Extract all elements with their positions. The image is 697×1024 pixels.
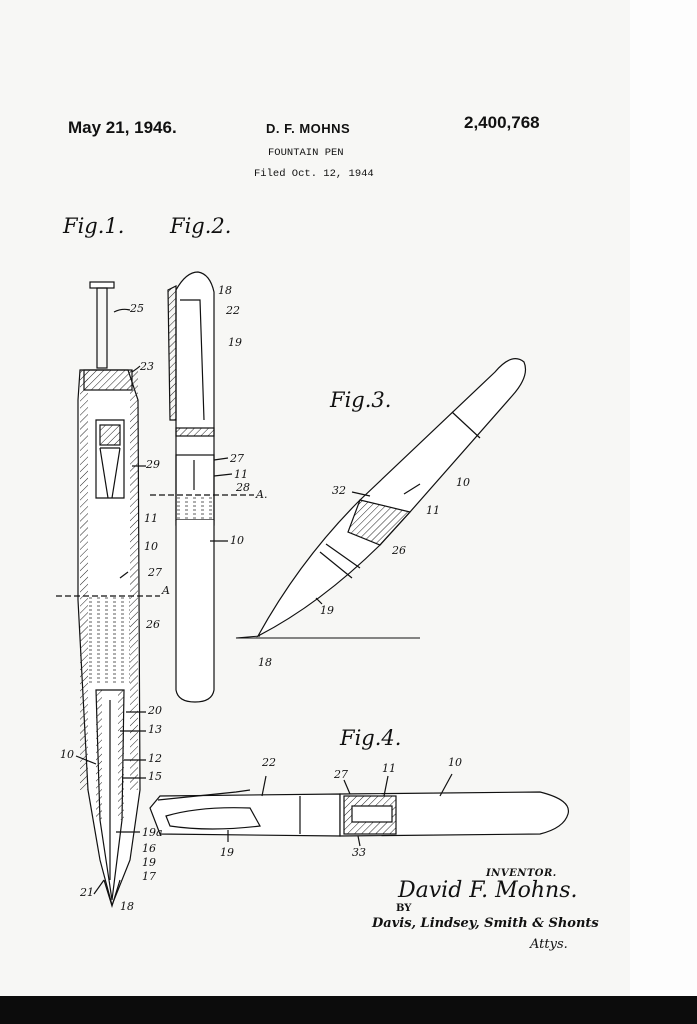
- ref-17: 17: [142, 870, 156, 883]
- ref-27: 27: [230, 452, 244, 465]
- ref-33: 33: [352, 846, 366, 859]
- attorneys-label: Attys.: [530, 937, 568, 952]
- ref-16: 16: [142, 842, 156, 855]
- page-edge: [630, 0, 697, 996]
- filed-date: Filed Oct. 12, 1944: [254, 168, 374, 180]
- ref-19: 19: [220, 846, 234, 859]
- ref-A-dot: A.: [256, 488, 268, 501]
- ref-13: 13: [148, 723, 162, 736]
- ref-25: 25: [130, 302, 144, 315]
- figure-4-drawing: [149, 773, 570, 847]
- ref-11: 11: [382, 762, 396, 775]
- ref-29: 29: [146, 458, 160, 471]
- inventor-label: INVENTOR.: [486, 868, 557, 879]
- ref-A: A: [162, 584, 170, 597]
- ref-18: 18: [120, 900, 134, 913]
- figure-1-label: Fig.1.: [63, 214, 125, 238]
- ref-27: 27: [334, 768, 348, 781]
- patent-number: 2,400,768: [464, 113, 540, 132]
- figure-3-label: Fig.3.: [330, 388, 392, 412]
- ref-10: 10: [60, 748, 74, 761]
- ref-11: 11: [234, 468, 248, 481]
- ref-21: 21: [80, 886, 94, 899]
- figure-4-label: Fig.4.: [340, 726, 402, 750]
- ref-10: 10: [144, 540, 158, 553]
- ref-27: 27: [148, 566, 162, 579]
- ref-11: 11: [144, 512, 158, 525]
- ref-10: 10: [448, 756, 462, 769]
- patent-title: FOUNTAIN PEN: [268, 147, 344, 159]
- inventor-name: D. F. MOHNS: [266, 121, 351, 136]
- ref-18: 18: [218, 284, 232, 297]
- ref-32: 32: [332, 484, 346, 497]
- figure-3-drawing: [235, 358, 527, 639]
- ref-20: 20: [148, 704, 162, 717]
- attorneys-signature: Davis, Lindsey, Smith & Shonts: [372, 916, 599, 931]
- inventor-signature: David F. Mohns.: [398, 878, 578, 903]
- patent-date: May 21, 1946.: [68, 118, 177, 137]
- ref-15: 15: [148, 770, 162, 783]
- ref-26: 26: [392, 544, 406, 557]
- ref-19: 19: [142, 856, 156, 869]
- ref-10: 10: [230, 534, 244, 547]
- ref-22: 22: [262, 756, 276, 769]
- ref-23: 23: [140, 360, 154, 373]
- ref-10: 10: [456, 476, 470, 489]
- figure-1-drawing: [56, 281, 160, 909]
- ref-19: 19: [228, 336, 242, 349]
- ref-18: 18: [258, 656, 272, 669]
- ref-22: 22: [226, 304, 240, 317]
- figure-2-label: Fig.2.: [170, 214, 232, 238]
- ref-26: 26: [146, 618, 160, 631]
- ref-28: 28: [236, 481, 250, 494]
- scan-border: [0, 996, 697, 1024]
- ref-12: 12: [148, 752, 162, 765]
- figure-2-drawing: [150, 271, 254, 703]
- by-label: BY: [396, 903, 412, 914]
- ref-19a: 19a: [142, 826, 163, 839]
- ref-11: 11: [426, 504, 440, 517]
- ref-19: 19: [320, 604, 334, 617]
